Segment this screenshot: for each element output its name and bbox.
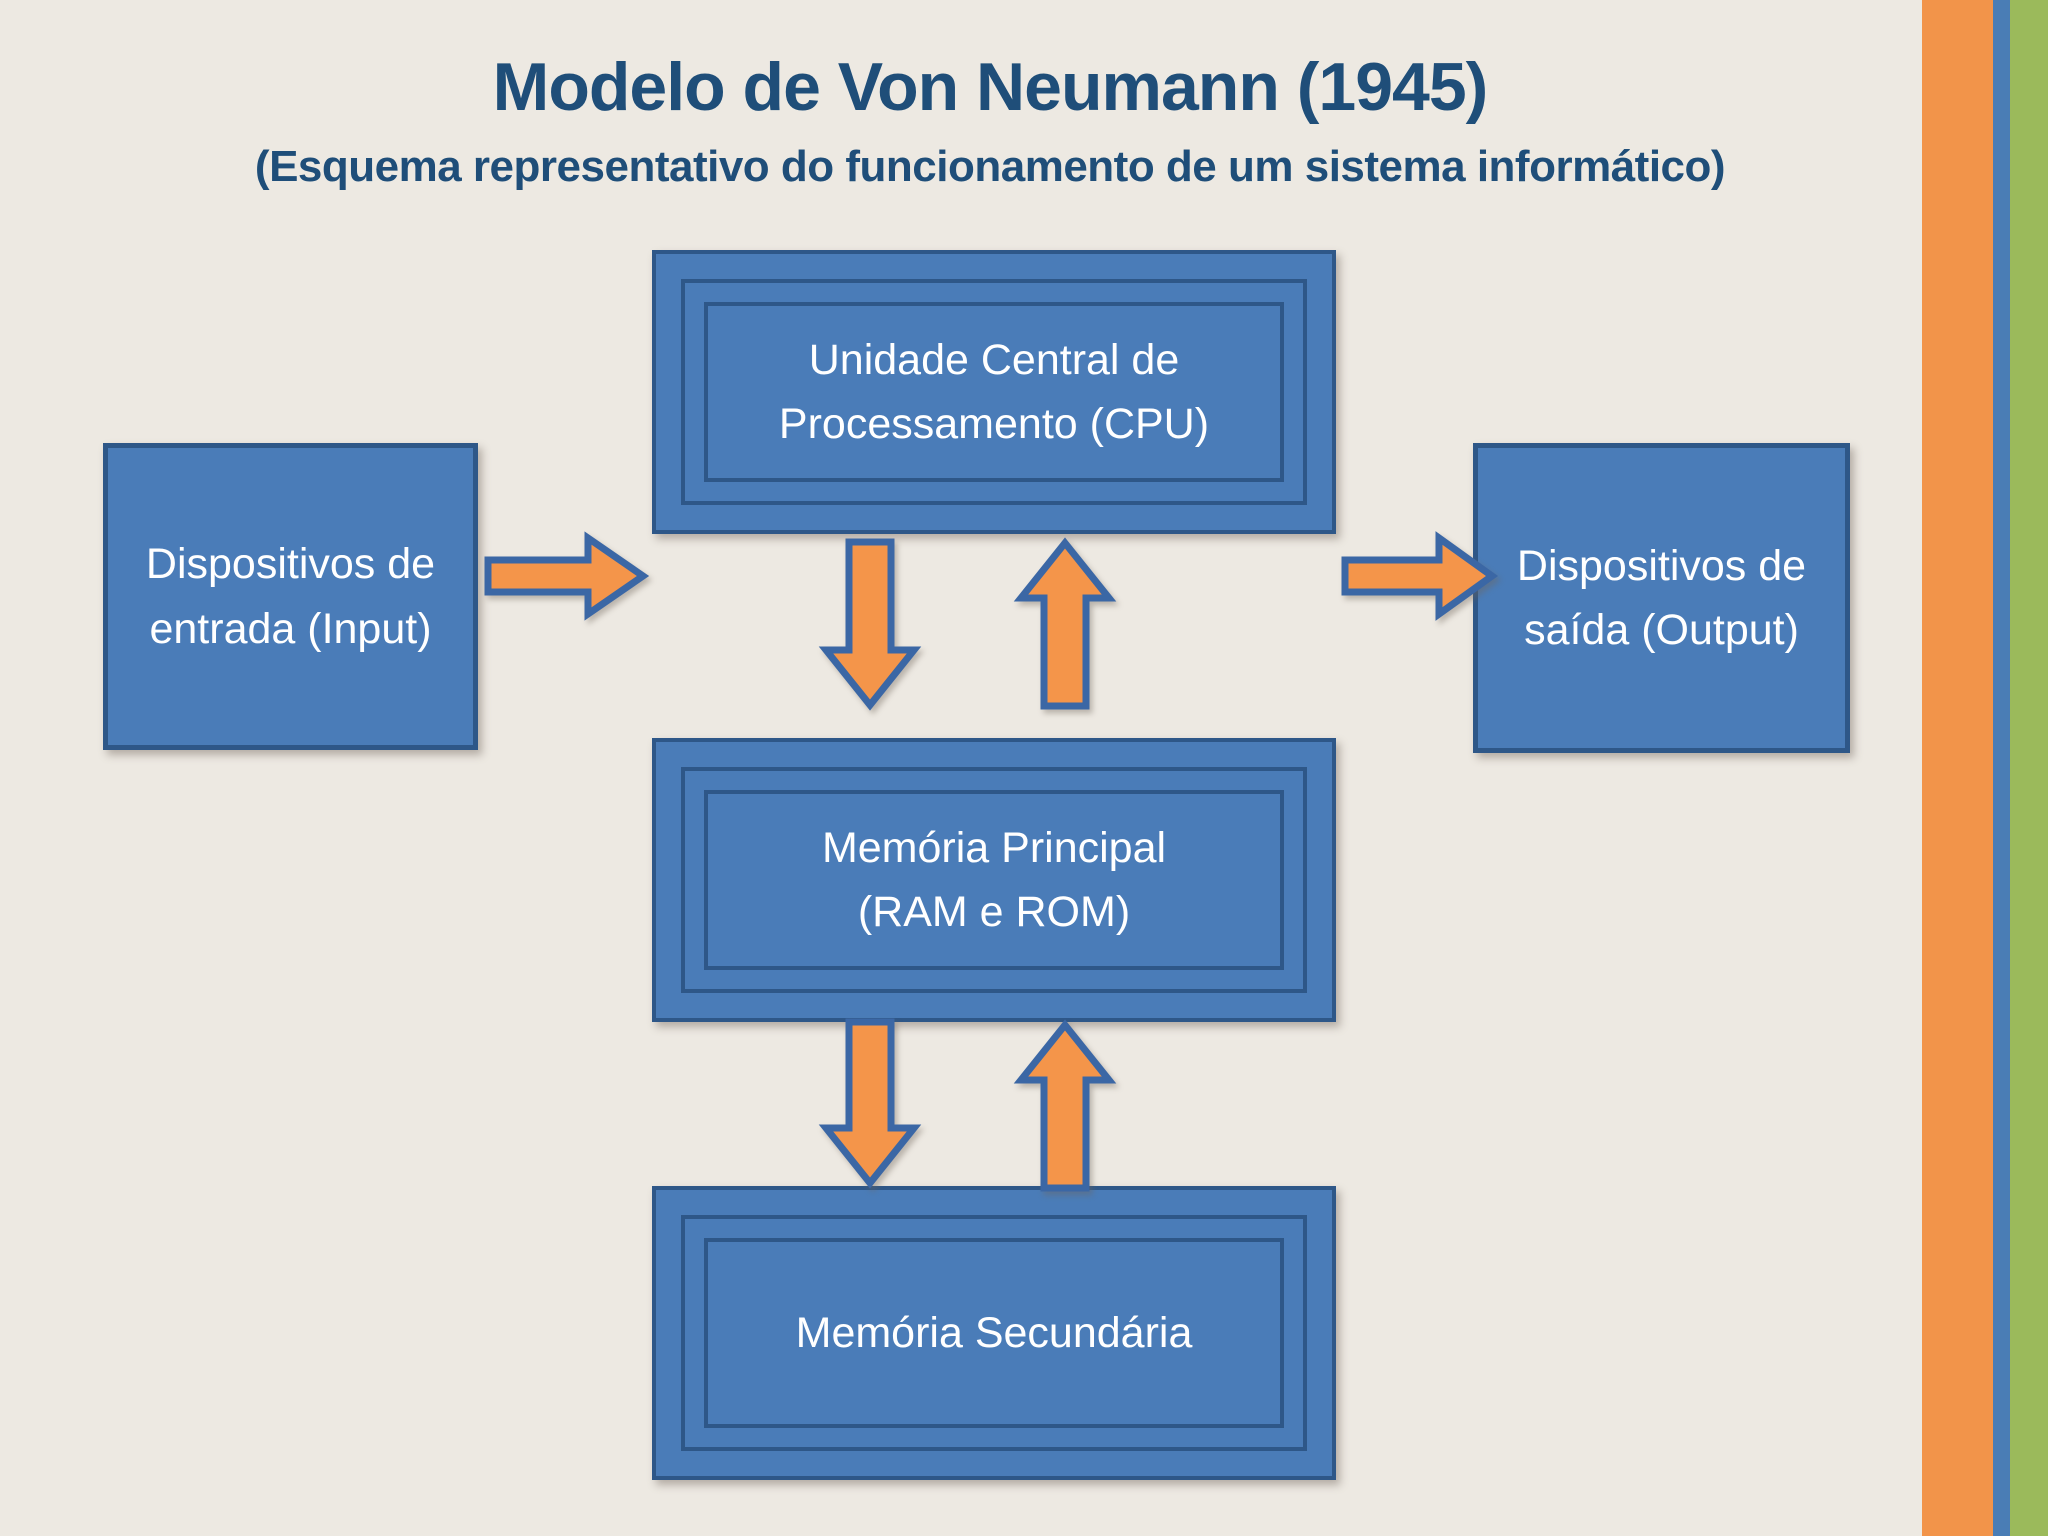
page-subtitle: (Esquema representativo do funcionamento… [254,142,1726,191]
arrow-cpu-to-output-icon [1341,531,1499,621]
node-main-memory-label-line1: Memória Principal [821,823,1167,872]
node-cpu-frame-inner: Unidade Central de Processamento (CPU) [704,302,1284,482]
node-secondary-memory-frame-inner: Memória Secundária [704,1238,1284,1428]
node-secondary-memory-frame-mid: Memória Secundária [681,1215,1307,1451]
node-main-memory-frame-inner: Memória Principal (RAM e ROM) [704,790,1284,970]
node-cpu-label-line2: Processamento (CPU) [778,400,1210,448]
side-stripe-blue [1993,0,2010,1536]
arrow-input-to-cpu-icon [484,531,650,621]
node-output-label-line1: Dispositivos de [1516,541,1807,590]
arrow-main-memory-to-cpu-icon [1013,537,1117,710]
node-main-memory: Memória Principal (RAM e ROM) [652,738,1336,1022]
node-input-label-line1: Dispositivos de [145,540,436,588]
node-secondary-memory-label-line1: Memória Secundária [795,1308,1193,1357]
node-main-memory-label-line2: (RAM e ROM) [857,888,1131,936]
header: Modelo de Von Neumann (1945) (Esquema re… [0,48,1980,192]
node-input-label-line2: entrada (Input) [149,604,432,653]
node-cpu-label-line1: Unidade Central de [808,335,1180,384]
arrow-main-memory-to-secondary-memory-icon [818,1018,922,1189]
arrow-secondary-memory-to-main-memory-icon [1013,1019,1117,1192]
node-cpu-frame-mid: Unidade Central de Processamento (CPU) [681,279,1307,505]
node-secondary-memory: Memória Secundária [652,1186,1336,1480]
arrow-cpu-to-main-memory-icon [818,538,922,711]
node-input-devices: Dispositivos de entrada (Input) [103,443,478,750]
node-cpu: Unidade Central de Processamento (CPU) [652,250,1336,534]
node-output-label-line2: saída (Output) [1524,606,1799,654]
side-stripe-orange [1922,0,1993,1536]
node-main-memory-frame-mid: Memória Principal (RAM e ROM) [681,767,1307,993]
page-title: Modelo de Von Neumann (1945) [492,49,1489,125]
side-stripe-green [2010,0,2048,1536]
node-output-devices: Dispositivos de saída (Output) [1473,443,1850,753]
